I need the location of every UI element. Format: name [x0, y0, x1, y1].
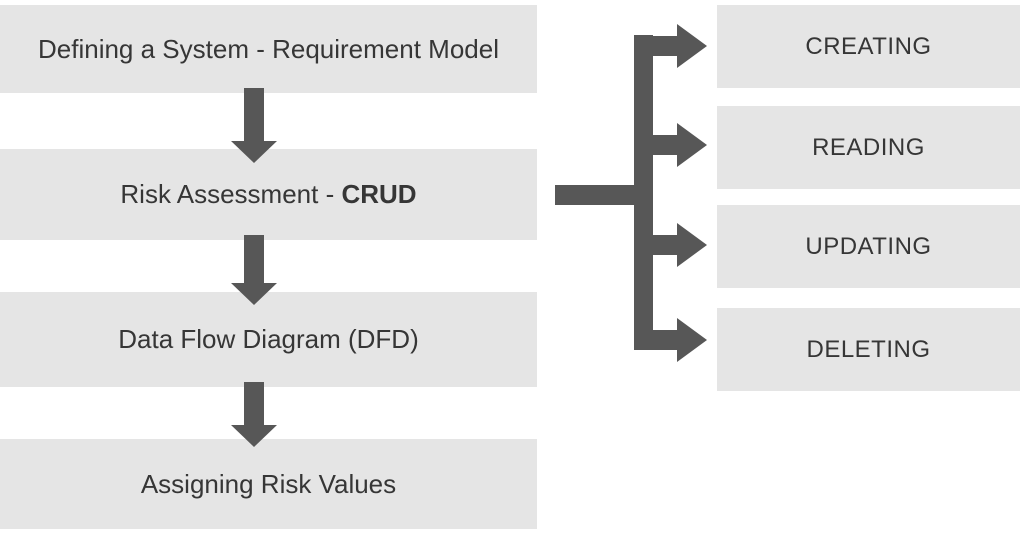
operation-label: READING	[812, 133, 925, 161]
arrow-shaft	[244, 235, 264, 283]
operation-box-updating: UPDATING	[717, 205, 1020, 288]
flow-step-label: Defining a System - Requirement Model	[38, 33, 499, 64]
operation-label: DELETING	[806, 335, 931, 363]
flow-step-label-bold: CRUD	[341, 179, 417, 209]
flow-step-label: Assigning Risk Values	[140, 468, 397, 499]
operation-box-deleting: DELETING	[717, 308, 1020, 391]
operation-box-creating: CREATING	[717, 5, 1020, 88]
arrow-shaft	[244, 88, 264, 141]
flow-step-assigning-risk-values: Assigning Risk Values	[0, 439, 537, 529]
arrow-down-icon	[231, 88, 277, 163]
arrow-head	[231, 425, 277, 447]
flow-step-label-prefix: Risk Assessment -	[120, 179, 342, 209]
operation-label: UPDATING	[805, 232, 932, 260]
flow-step-label: Risk Assessment - CRUD	[120, 179, 416, 210]
flow-step-label: Data Flow Diagram (DFD)	[118, 324, 419, 354]
crud-branch-connector-icon	[555, 24, 707, 362]
operation-box-reading: READING	[717, 106, 1020, 189]
flow-step-requirement-model: Defining a System - Requirement Model	[0, 5, 537, 93]
arrow-down-icon	[231, 382, 277, 447]
flow-step-data-flow-diagram: Data Flow Diagram (DFD)	[0, 292, 537, 387]
arrow-shaft	[244, 382, 264, 425]
flow-step-risk-assessment: Risk Assessment - CRUD	[0, 149, 537, 240]
operation-label: CREATING	[805, 32, 932, 60]
arrow-head	[231, 141, 277, 163]
arrow-head	[231, 283, 277, 305]
arrow-down-icon	[231, 235, 277, 305]
